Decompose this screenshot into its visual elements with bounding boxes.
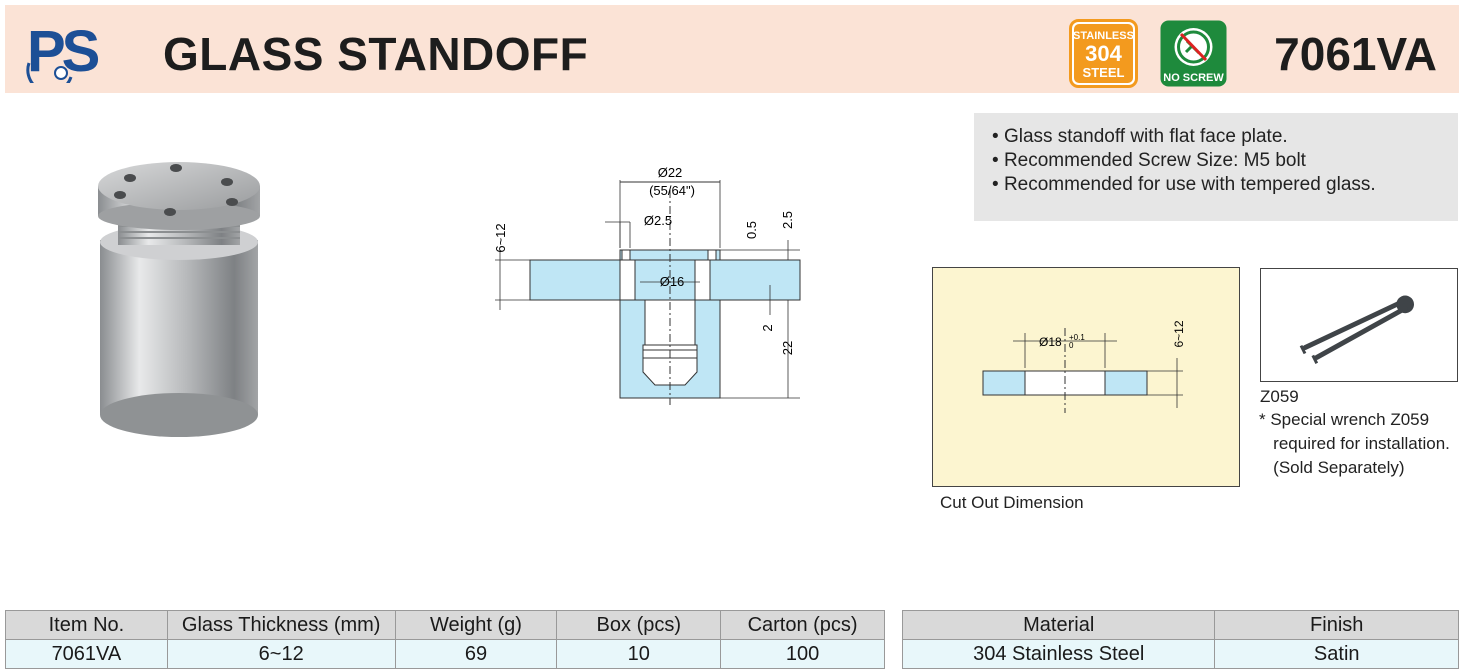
no-screw-badge: NO SCREW bbox=[1160, 20, 1227, 87]
page-header: PS GLASS STANDOFF STAINLESS 304 STEEL NO… bbox=[5, 5, 1459, 93]
table-cell: 6~12 bbox=[166, 639, 396, 669]
table-header-row: Material Finish bbox=[901, 610, 1459, 640]
column-header: Glass Thickness (mm) bbox=[166, 610, 396, 640]
svg-text:0: 0 bbox=[1069, 341, 1074, 350]
table-row: 7061VA 6~12 69 10 100 bbox=[5, 639, 885, 669]
svg-text:+0.1: +0.1 bbox=[1069, 333, 1085, 342]
svg-text:Ø2.5: Ø2.5 bbox=[644, 213, 672, 228]
svg-text:NO SCREW: NO SCREW bbox=[1163, 72, 1224, 84]
feature-item: Recommended Screw Size: M5 bolt bbox=[992, 149, 1458, 173]
feature-list: Glass standoff with flat face plate. Rec… bbox=[974, 113, 1458, 221]
cutout-diagram: Ø18 +0.1 0 6~12 bbox=[932, 267, 1240, 487]
column-header: Box (pcs) bbox=[556, 610, 722, 640]
ps-logo: PS bbox=[26, 19, 103, 83]
svg-text:Ø22: Ø22 bbox=[658, 165, 683, 180]
column-header: Carton (pcs) bbox=[720, 610, 885, 640]
svg-text:0.5: 0.5 bbox=[744, 221, 759, 239]
column-header: Weight (g) bbox=[394, 610, 558, 640]
table-cell: 304 Stainless Steel bbox=[901, 639, 1216, 669]
table-cell: 10 bbox=[556, 639, 722, 669]
column-header: Material bbox=[901, 610, 1216, 640]
column-header: Item No. bbox=[5, 610, 168, 640]
svg-text:Ø16: Ø16 bbox=[660, 274, 685, 289]
svg-text:STAINLESS: STAINLESS bbox=[1073, 30, 1134, 42]
column-header: Finish bbox=[1214, 610, 1459, 640]
wrench-code: Z059 bbox=[1260, 387, 1299, 406]
product-photo bbox=[98, 162, 260, 437]
svg-text:STEEL: STEEL bbox=[1083, 65, 1125, 80]
wrench-image bbox=[1260, 268, 1458, 382]
svg-text:22: 22 bbox=[780, 341, 795, 355]
svg-text:2.5: 2.5 bbox=[780, 211, 795, 229]
wrench-note: * Special wrench Z059 required for insta… bbox=[1259, 410, 1450, 477]
table-cell: 7061VA bbox=[5, 639, 168, 669]
svg-text:6~12: 6~12 bbox=[1172, 320, 1186, 347]
model-number: 7061VA bbox=[1274, 28, 1437, 80]
table-row: 304 Stainless Steel Satin bbox=[901, 639, 1459, 669]
cutout-caption: Cut Out Dimension bbox=[940, 493, 1084, 512]
material-table: Material Finish 304 Stainless Steel Sati… bbox=[901, 610, 1459, 669]
stainless-304-badge: STAINLESS 304 STEEL bbox=[1069, 19, 1138, 88]
spec-table: Item No. Glass Thickness (mm) Weight (g)… bbox=[5, 610, 885, 669]
table-cell: 100 bbox=[720, 639, 885, 669]
svg-text:6~12: 6~12 bbox=[493, 223, 508, 252]
technical-drawing: Ø22 (55/64") Ø2.5 Ø16 6~12 0.5 2.5 2 22 bbox=[493, 165, 801, 405]
feature-item: Glass standoff with flat face plate. bbox=[992, 125, 1458, 149]
svg-text:304: 304 bbox=[1085, 41, 1122, 66]
feature-item: Recommended for use with tempered glass. bbox=[992, 173, 1458, 197]
svg-text:(55/64"): (55/64") bbox=[649, 183, 695, 198]
svg-text:2: 2 bbox=[760, 324, 775, 331]
table-header-row: Item No. Glass Thickness (mm) Weight (g)… bbox=[5, 610, 885, 640]
svg-text:Ø18: Ø18 bbox=[1039, 335, 1062, 349]
page-title: GLASS STANDOFF bbox=[163, 28, 589, 80]
table-cell: 69 bbox=[394, 639, 558, 669]
table-cell: Satin bbox=[1214, 639, 1459, 669]
